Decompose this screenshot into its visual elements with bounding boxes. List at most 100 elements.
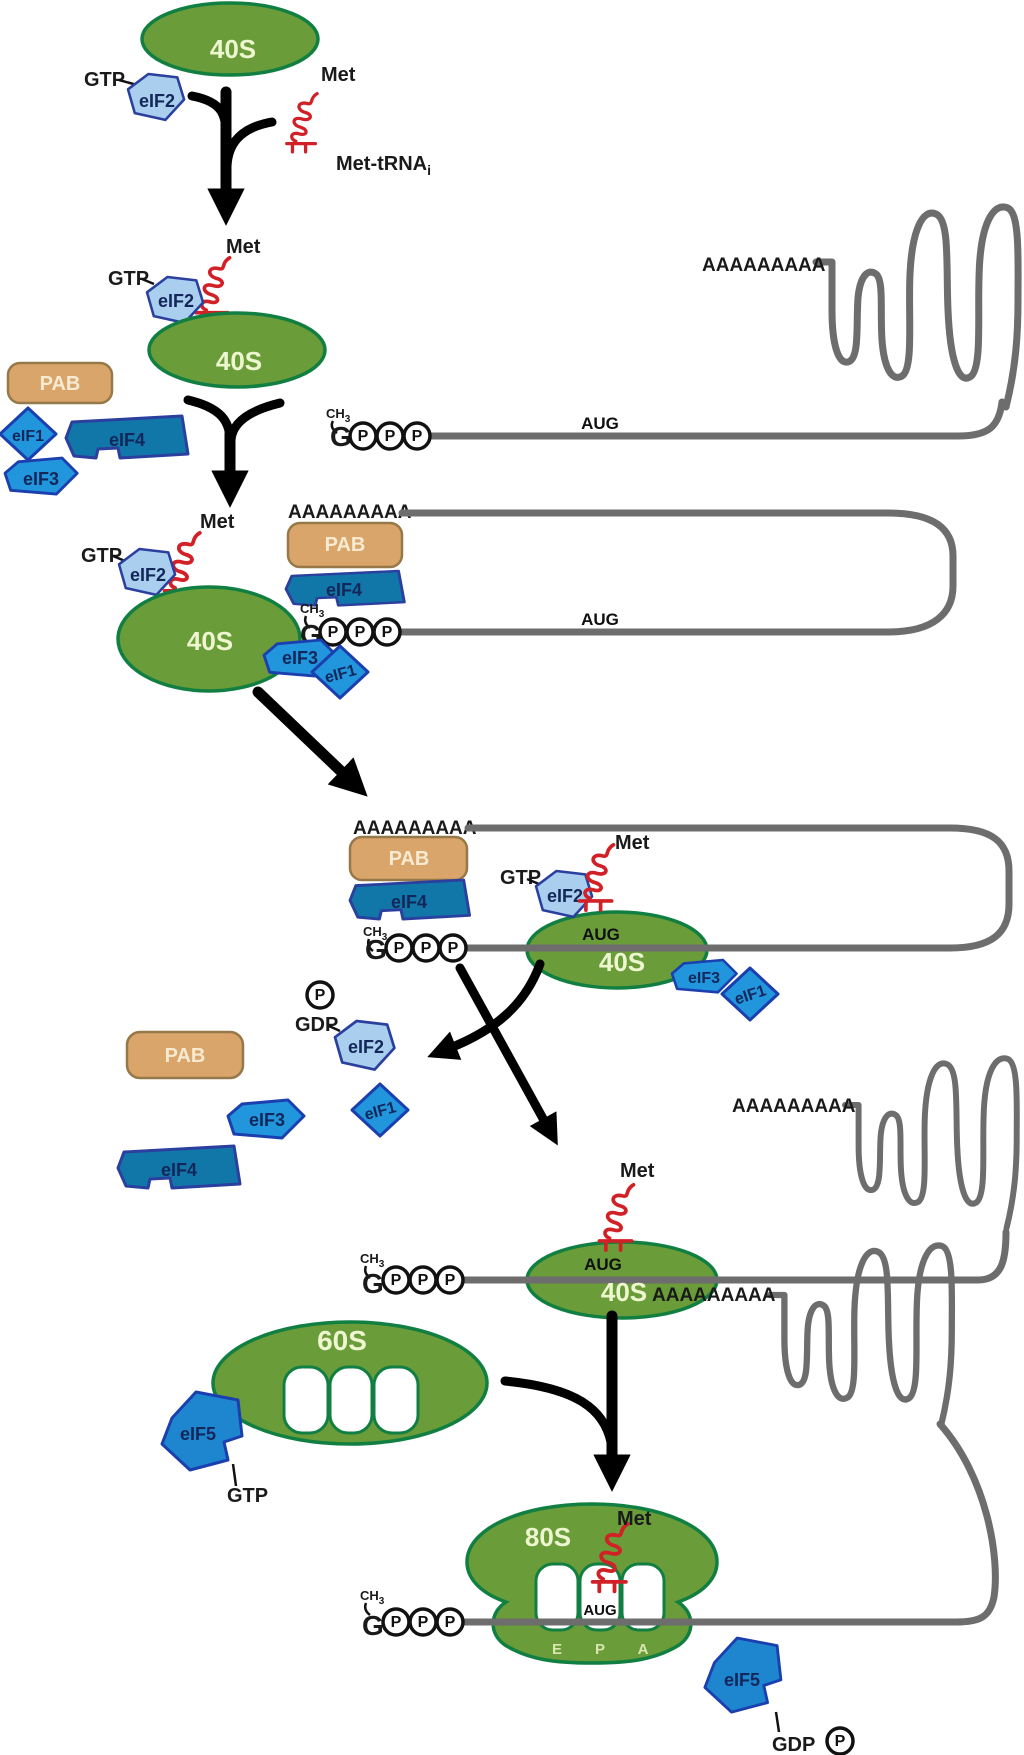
ribosome-site-e-slot bbox=[534, 1562, 580, 1632]
aug-label: AUG bbox=[584, 1255, 622, 1274]
subunit-label: 60S bbox=[317, 1325, 367, 1356]
stage-5: P GDP eIF2 PAB eIF3 eIF1 eIF4 bbox=[116, 959, 558, 1190]
cap-methyl-connector bbox=[303, 615, 311, 629]
pab-shape bbox=[6, 361, 114, 405]
cap-phosphate-circle bbox=[435, 1607, 465, 1637]
cap-phosphate-label: P bbox=[394, 940, 405, 957]
free-phosphate-label: P bbox=[835, 1733, 846, 1750]
eif4-label: eIF4 bbox=[161, 1160, 197, 1180]
cap-phosphate-label: P bbox=[391, 1272, 402, 1289]
eif3-label: eIF3 bbox=[249, 1110, 285, 1130]
gtp-label: GTP bbox=[81, 545, 122, 567]
aug-label: AUG bbox=[582, 925, 620, 944]
small-subunit-40s bbox=[116, 585, 302, 693]
mrna-squiggle bbox=[845, 1058, 1017, 1228]
merge-branch-right bbox=[222, 117, 277, 171]
cap-phosphate-label: P bbox=[418, 1272, 429, 1289]
met-label: Met bbox=[620, 1160, 655, 1182]
polya-label: AAAAAAAAA bbox=[732, 1096, 856, 1117]
cap-phosphate-circle bbox=[372, 617, 402, 647]
merge-branch-left bbox=[183, 395, 235, 443]
eif3-label: eIF3 bbox=[282, 648, 318, 668]
a-site-label: A bbox=[638, 1641, 649, 1658]
aug-label: AUG bbox=[583, 1602, 616, 1619]
eif2-label: eIF2 bbox=[158, 291, 194, 311]
gtp-label: GTP bbox=[500, 867, 541, 889]
ribosome-site-slot bbox=[372, 1365, 420, 1435]
met-label: Met bbox=[617, 1508, 652, 1530]
gtp-label: GTP bbox=[84, 69, 125, 91]
eif3-label: eIF3 bbox=[23, 469, 59, 489]
eif4-label: eIF4 bbox=[391, 892, 427, 912]
polya-label: AAAAAAAAA bbox=[702, 255, 826, 276]
pab-label: PAB bbox=[40, 373, 81, 395]
cap-g-label: G bbox=[365, 934, 387, 965]
gdp-label: GDP bbox=[295, 1014, 338, 1036]
cap-g-label: G bbox=[362, 1268, 384, 1299]
subunit-label: 40S bbox=[187, 626, 233, 656]
mrna-loop bbox=[396, 509, 957, 636]
eif2-label: eIF2 bbox=[348, 1037, 384, 1057]
eif2-label: eIF2 bbox=[139, 91, 175, 111]
stage-8: AAAAAAAAA 80S AUG Met E P A CH3 G P P P … bbox=[360, 1245, 999, 1755]
subunit-label: 40S bbox=[216, 346, 262, 376]
trna-icon bbox=[597, 1182, 636, 1253]
step-arrow bbox=[252, 686, 368, 797]
aug-label: AUG bbox=[581, 414, 619, 433]
eif4-label: eIF4 bbox=[109, 430, 145, 450]
gtp-connector bbox=[526, 877, 540, 886]
e-site-label: E bbox=[552, 1641, 562, 1658]
cap-phosphate-label: P bbox=[448, 940, 459, 957]
cap-methyl-label: CH3 bbox=[363, 924, 388, 943]
p-site-label: P bbox=[595, 1641, 605, 1658]
cap-phosphate-label: P bbox=[358, 428, 369, 445]
gdp-connector bbox=[774, 1711, 781, 1733]
cap-methyl-connector bbox=[366, 938, 374, 952]
cap-g-label: G bbox=[362, 1610, 384, 1641]
release-arrow bbox=[427, 959, 545, 1060]
cap-methyl-connector bbox=[363, 1602, 371, 1616]
pab-label: PAB bbox=[165, 1045, 206, 1067]
free-phosphate-label: P bbox=[315, 987, 326, 1004]
eif5-label: eIF5 bbox=[180, 1424, 216, 1444]
small-subunit-40s bbox=[140, 1, 320, 77]
cap-phosphate-circle bbox=[402, 421, 432, 451]
mrna-squiggle bbox=[816, 207, 1018, 407]
polya-label: AAAAAAAAA bbox=[652, 1285, 776, 1306]
cap-methyl-connector bbox=[330, 420, 338, 434]
mrna-squiggle bbox=[770, 1245, 952, 1425]
gdp-connector bbox=[328, 1024, 341, 1033]
ribosome-site-slot bbox=[282, 1365, 330, 1435]
subunit-label: 80S bbox=[525, 1522, 571, 1552]
ribosome-site-slot bbox=[328, 1365, 374, 1435]
pab-shape bbox=[286, 521, 404, 569]
subunit-label: 40S bbox=[599, 947, 645, 977]
cap-phosphate-label: P bbox=[418, 1614, 429, 1631]
cap-phosphate-label: P bbox=[421, 940, 432, 957]
subunit-label: 40S bbox=[601, 1277, 647, 1307]
eif5-label: eIF5 bbox=[724, 1670, 760, 1690]
eif2-label: eIF2 bbox=[547, 886, 583, 906]
aug-label: AUG bbox=[581, 610, 619, 629]
cap-phosphate-label: P bbox=[445, 1272, 456, 1289]
cap-methyl-label: CH3 bbox=[360, 1251, 385, 1270]
gtp-connector bbox=[231, 1463, 238, 1487]
gtp-label: GTP bbox=[108, 268, 149, 290]
cap-methyl-connector bbox=[363, 1265, 371, 1279]
eif4-label: eIF4 bbox=[326, 580, 362, 600]
met-label: Met bbox=[321, 64, 356, 86]
stage-7: 60S eIF5 GTP bbox=[160, 1310, 631, 1507]
stage-6: AAAAAAAAA 40S AUG Met CH3 G P P P bbox=[360, 1058, 1017, 1320]
gdp-label: GDP bbox=[772, 1734, 815, 1755]
met-label: Met bbox=[200, 511, 235, 533]
pab-shape bbox=[348, 835, 469, 882]
cap-methyl-label: CH3 bbox=[300, 601, 325, 620]
free-phosphate-circle bbox=[825, 1726, 855, 1755]
polya-label: AAAAAAAAA bbox=[288, 502, 412, 523]
stage-1: 40S GTP eIF2 Met Met-tRNAi bbox=[84, 1, 431, 226]
mrna-line bbox=[460, 1228, 1010, 1284]
small-subunit-40s bbox=[147, 311, 327, 389]
stage-2: Met GTP eIF2 40S PAB eIF1 eIF4 eIF3 AAAA… bbox=[0, 207, 1018, 508]
stage-3: Met GTP eIF2 40S AAAAAAAAA PAB eIF4 CH3 … bbox=[81, 502, 957, 797]
polya-label: AAAAAAAAA bbox=[353, 818, 477, 839]
